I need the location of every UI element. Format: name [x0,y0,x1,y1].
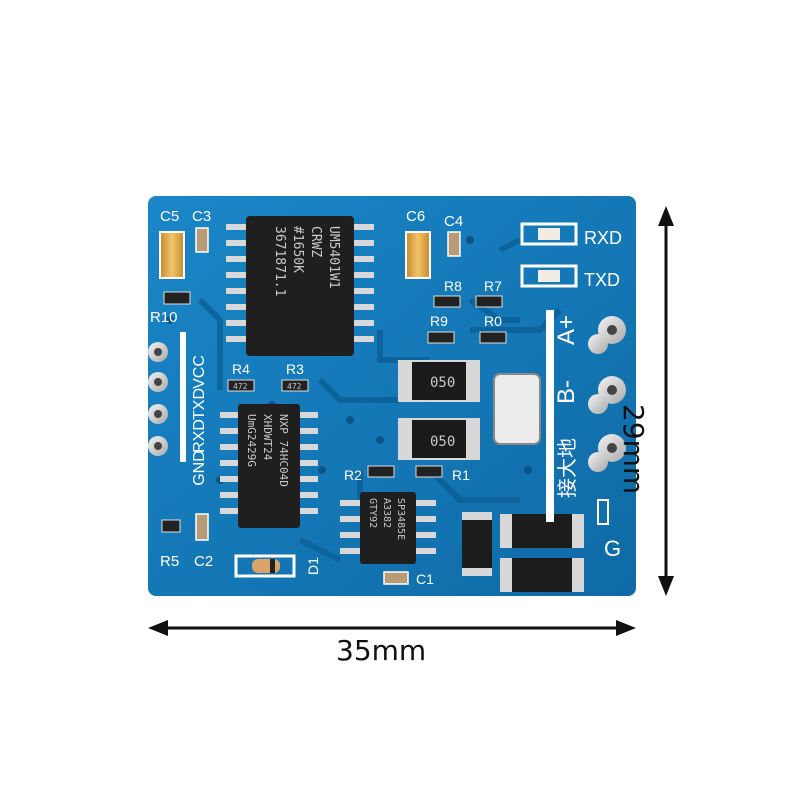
label-r8: R8 [444,278,462,294]
isolator-chip: UM5401W1 CRWZ #1650K 3671871.1 [226,216,374,356]
resistor-r3-code: 472 [287,382,302,391]
transceiver-text-1: SP3485E [395,498,406,540]
label-c4: C4 [444,213,463,230]
label-r5: R5 [160,553,179,570]
label-r4: R4 [232,361,250,377]
label-txd-led: TXD [584,270,620,290]
label-g: G [604,536,621,561]
capacitor-c2 [195,513,209,541]
label-rxd-led: RXD [584,228,622,248]
label-r10: R10 [150,309,178,326]
label-ground-cn: 接大地 [556,438,579,498]
power-module-2: 050 [398,418,480,460]
width-label: 35mm [336,634,427,667]
height-label: 29mm [617,404,650,495]
pcb-traces [197,237,563,563]
resistor-r2 [367,465,395,478]
pin-label-vcc: VCC [191,355,208,389]
inverter-chip: NXP 74HC04D XHDWT24 UmG2429G [220,404,318,528]
isolator-text-1: UM5401W1 [326,226,341,289]
label-r0: R0 [484,313,502,329]
tantalum-c6 [405,231,431,279]
capacitor-c1 [383,571,409,585]
terminal-pads [588,316,626,472]
power-module-1: 050 [398,360,480,402]
header-silk-line [180,332,186,462]
module2-code: 050 [430,434,455,450]
resistor-r5 [161,519,181,533]
led-rxd [520,222,578,246]
resistor-r3 [281,379,309,392]
resistor-r4 [227,379,255,392]
resistor-r10 [163,291,191,305]
transceiver-text-3: GTY92 [367,498,378,528]
label-r3: R3 [286,361,304,377]
label-r1: R1 [452,467,470,483]
label-r7: R7 [484,278,502,294]
label-c3: C3 [192,208,211,225]
gdt-protector [493,373,541,445]
isolator-text-2: CRWZ [308,226,323,257]
isolator-text-4: 3671871.1 [272,226,287,296]
terminal-silk-line [546,310,554,522]
label-c5: C5 [160,208,179,225]
label-d1: D1 [305,557,321,575]
tvs-diodes [462,512,584,592]
inverter-text-1: NXP 74HC04D [277,414,290,487]
label-c2: C2 [194,553,213,570]
pin-label-txd: TXD [191,388,208,420]
resistor-r0 [479,331,507,344]
label-r2: R2 [344,467,362,483]
resistor-r8 [433,295,461,308]
label-b-minus: B- [553,380,580,404]
transceiver-text-2: A3382 [381,498,392,528]
width-dimension [148,620,636,636]
diode-d1 [234,554,296,578]
transceiver-chip: SP3485E A3382 GTY92 [340,492,436,564]
led-txd [520,264,578,288]
resistor-r9 [427,331,455,344]
label-r9: R9 [430,313,448,329]
ground-symbol [597,499,609,525]
label-c1: C1 [416,571,434,587]
resistor-r4-code: 472 [233,382,248,391]
capacitor-c3 [195,227,209,253]
isolator-text-3: #1650K [290,226,305,273]
pin-label-gnd: GND [191,450,208,486]
label-c6: C6 [406,208,425,225]
tantalum-c5 [159,231,185,279]
inverter-text-2: XHDWT24 [261,414,274,461]
capacitor-c4 [447,231,461,257]
inverter-text-3: UmG2429G [245,414,258,467]
module1-code: 050 [430,375,455,391]
resistor-r7 [475,295,503,308]
height-dimension [658,206,674,596]
pin-label-rxd: RXD [191,419,208,453]
header-pins [148,342,168,456]
label-a-plus: A+ [553,315,580,345]
resistor-r1 [415,465,443,478]
